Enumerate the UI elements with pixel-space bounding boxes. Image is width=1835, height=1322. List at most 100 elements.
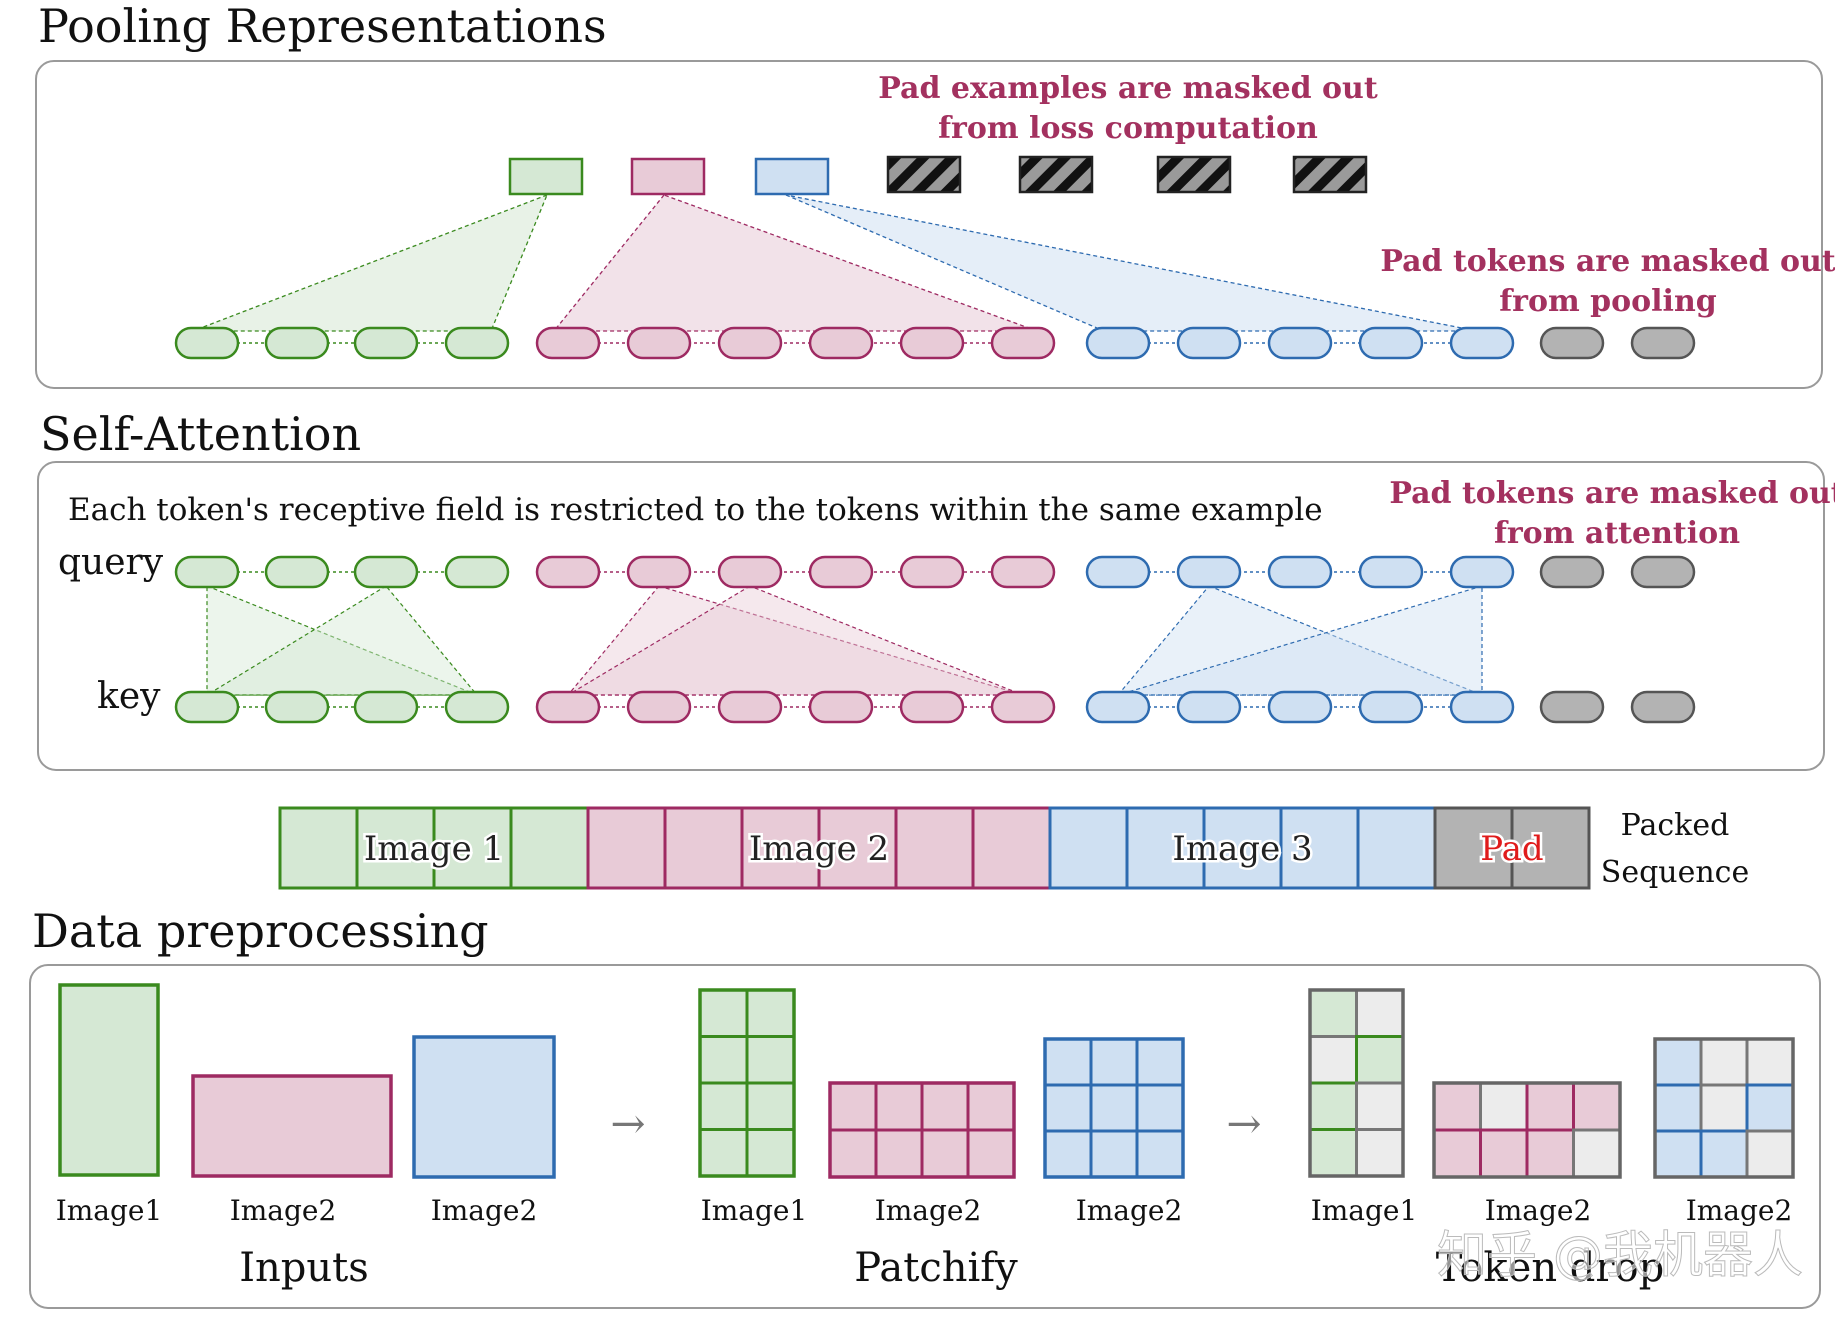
patch xyxy=(698,1128,749,1178)
packed-segment-label: Image 3 xyxy=(1172,829,1312,869)
patch xyxy=(1135,1129,1185,1179)
key-token-9 xyxy=(899,690,965,724)
patch xyxy=(698,988,749,1038)
input-image-3 xyxy=(412,1035,556,1179)
query-token-5 xyxy=(535,555,601,589)
query-token-15 xyxy=(1449,555,1515,589)
masked-pad-example-2 xyxy=(1018,155,1094,194)
preprocessing-title: Data preprocessing xyxy=(32,904,489,958)
key-token-8 xyxy=(808,690,874,724)
query-token-6 xyxy=(626,555,692,589)
patch xyxy=(874,1081,924,1132)
pooling-token-14 xyxy=(1358,326,1424,360)
pooling-token-11 xyxy=(1085,326,1151,360)
query-token-2 xyxy=(264,555,330,589)
pooling-token-13 xyxy=(1267,326,1333,360)
patch xyxy=(191,1074,393,1178)
key-token-17 xyxy=(1630,690,1696,724)
patch xyxy=(1043,1083,1093,1133)
pooling-token-16 xyxy=(1539,326,1605,360)
inputs-label-1: Image1 xyxy=(56,1194,163,1227)
patchify-label-1: Image1 xyxy=(701,1194,808,1227)
stage-label-inputs: Inputs xyxy=(239,1245,369,1291)
patch xyxy=(1745,1083,1795,1133)
pooled-pink-representation xyxy=(630,157,706,196)
packed-cell xyxy=(1125,806,1206,890)
patch xyxy=(828,1081,878,1132)
patch xyxy=(1525,1128,1575,1179)
key-label: key xyxy=(97,676,161,717)
pooling-token-3 xyxy=(353,326,419,360)
dropped-patch xyxy=(1745,1037,1795,1087)
query-token-14 xyxy=(1358,555,1424,589)
patch xyxy=(745,1035,796,1085)
patch xyxy=(698,1035,749,1085)
query-token-1 xyxy=(174,555,240,589)
key-token-3 xyxy=(353,690,419,724)
key-token-16 xyxy=(1539,690,1605,724)
input-image-1 xyxy=(58,983,160,1177)
dropped-patch xyxy=(1699,1037,1749,1087)
inputs-label-2: Image2 xyxy=(230,1194,337,1227)
patch xyxy=(828,1128,878,1179)
patchify-label-2: Image2 xyxy=(875,1194,982,1227)
packed-caption-line2: Sequence xyxy=(1601,855,1749,890)
patch xyxy=(874,1128,924,1179)
pooled-blue-representation xyxy=(754,157,830,196)
patch xyxy=(412,1035,556,1179)
watermark: 知乎 @我机器人 xyxy=(1437,1226,1803,1284)
tokendrop-label-1: Image1 xyxy=(1311,1194,1418,1227)
patchified-image-3-border xyxy=(1043,1037,1185,1179)
packed-cell xyxy=(1279,806,1360,890)
key-token-5 xyxy=(535,690,601,724)
key-token-6 xyxy=(626,690,692,724)
dropped-patch xyxy=(1745,1129,1795,1179)
key-token-12 xyxy=(1176,690,1242,724)
pooling-note-tokens-line2: from pooling xyxy=(1499,284,1717,319)
query-token-8 xyxy=(808,555,874,589)
query-token-3 xyxy=(353,555,419,589)
patchified-image-2 xyxy=(828,1081,1016,1179)
attention-fan-pink-3 xyxy=(566,585,1024,696)
query-token-4 xyxy=(444,555,510,589)
packed-cell xyxy=(894,806,975,890)
patch xyxy=(1135,1083,1185,1133)
masked-pad-example-4 xyxy=(1292,155,1368,194)
query-token-9 xyxy=(899,555,965,589)
query-label: query xyxy=(58,542,164,583)
pooling-token-6 xyxy=(626,326,692,360)
arrow-icon-2: → xyxy=(1226,1099,1261,1148)
attention-fan-green-2 xyxy=(204,585,479,696)
packed-caption-line1: Packed xyxy=(1621,808,1730,843)
tokendrop-image-3-border xyxy=(1653,1037,1795,1179)
query-token-12 xyxy=(1176,555,1242,589)
patch xyxy=(1653,1129,1703,1179)
patch xyxy=(1135,1037,1185,1087)
attention-fan-green-1 xyxy=(206,585,478,696)
packed-segment-4: Pad xyxy=(1433,806,1591,890)
dropped-patch xyxy=(1355,1081,1405,1131)
pooling-token-12 xyxy=(1176,326,1242,360)
patch xyxy=(1432,1128,1482,1179)
pooling-token-1 xyxy=(174,326,240,360)
patch xyxy=(1043,1129,1093,1179)
patchify-label-3: Image2 xyxy=(1076,1194,1183,1227)
query-token-17 xyxy=(1630,555,1696,589)
patch xyxy=(745,1081,796,1131)
query-token-16 xyxy=(1539,555,1605,589)
query-token-13 xyxy=(1267,555,1333,589)
pooling-token-5 xyxy=(535,326,601,360)
input-image-1-border xyxy=(58,983,160,1177)
packed-cell xyxy=(509,806,590,890)
patch xyxy=(1699,1129,1749,1179)
patch xyxy=(745,988,796,1038)
packed-segment-1: Image 1 xyxy=(278,806,590,890)
pooling-graphics xyxy=(174,155,1696,360)
pooling-token-10 xyxy=(990,326,1056,360)
patch xyxy=(1355,1035,1405,1085)
patch xyxy=(1432,1081,1482,1132)
packed-cell xyxy=(1433,806,1514,890)
pooled-green-representation xyxy=(508,157,584,196)
dropped-patch xyxy=(1308,1035,1358,1085)
dropped-patch xyxy=(1355,1128,1405,1178)
